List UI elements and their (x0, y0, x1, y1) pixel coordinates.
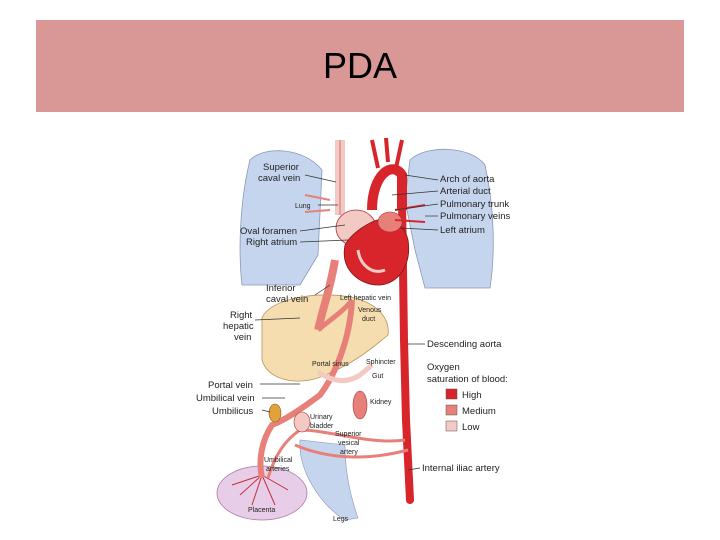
label-portal-sinus: Portal sinus (312, 361, 349, 368)
label-right-hepatic-vein-2: hepatic (223, 321, 254, 332)
label-gut: Gut (372, 373, 383, 380)
label-arterial-duct: Arterial duct (440, 186, 491, 197)
lower-body (299, 439, 359, 521)
label-right-hepatic-vein-3: vein (234, 332, 251, 343)
label-inferior-caval-vein-2: caval vein (266, 294, 308, 305)
heart (335, 209, 410, 286)
label-arch-of-aorta: Arch of aorta (440, 174, 495, 185)
aortic-arch (367, 164, 407, 211)
label-descending-aorta: Descending aorta (427, 339, 502, 350)
legend: Oxygen saturation of blood: High Medium … (427, 362, 508, 433)
arch-branches (370, 137, 404, 169)
legend-label-low: Low (462, 422, 480, 433)
label-oval-foramen: Oval foramen (240, 226, 297, 237)
legend-swatch-medium (445, 404, 458, 416)
legend-title-2: saturation of blood: (427, 374, 508, 385)
label-superior-vesical-artery-1: Superior (335, 431, 362, 438)
label-left-atrium: Left atrium (440, 225, 485, 236)
label-umbilical-arteries-1: Umbilical (264, 457, 293, 464)
label-superior-caval-vein-1: Superior (263, 162, 299, 173)
label-inferior-caval-vein-1: Inferior (266, 283, 296, 294)
leader-lines (254, 174, 439, 471)
label-kidney: Kidney (370, 399, 392, 406)
label-left-hepatic-vein: Left hepatic vein (340, 295, 391, 302)
umbilical-vein (257, 299, 355, 479)
left-lung (404, 148, 494, 289)
label-lung: Lung (295, 203, 311, 210)
label-legs: Legs (333, 516, 349, 523)
liver (261, 294, 389, 382)
title-bar: PDA (36, 20, 684, 112)
label-superior-vesical-artery-3: artery (340, 449, 358, 456)
label-superior-caval-vein-2: caval vein (258, 173, 300, 184)
kidney (352, 390, 368, 420)
inferior-caval-vein (314, 259, 339, 331)
slide-title: PDA (322, 45, 398, 86)
urinary-bladder (293, 411, 311, 433)
legend-label-medium: Medium (462, 406, 496, 417)
label-placenta: Placenta (248, 507, 275, 514)
label-internal-iliac-artery: Internal iliac artery (422, 463, 500, 474)
legend-swatch-high (445, 388, 458, 400)
pulmonary-arteries (304, 194, 331, 213)
label-umbilical-vein: Umbilical vein (196, 393, 255, 404)
label-venous-duct-2: duct (362, 316, 375, 323)
label-urinary-bladder-1: Urinary (310, 414, 333, 421)
placenta-vessels (231, 474, 289, 506)
label-portal-vein: Portal vein (208, 380, 253, 391)
portal-vein (316, 363, 374, 384)
label-urinary-bladder-2: bladder (310, 423, 334, 430)
label-right-hepatic-vein-1: Right (230, 310, 253, 321)
legend-label-high: High (462, 390, 482, 401)
legend-title-1: Oxygen (427, 362, 460, 373)
umbilicus (268, 403, 282, 423)
label-right-atrium: Right atrium (246, 237, 297, 248)
label-superior-vesical-artery-2: vesical (338, 440, 360, 447)
right-lung (239, 150, 323, 286)
label-pulmonary-veins: Pulmonary veins (440, 211, 510, 222)
label-umbilicus: Umbilicus (212, 406, 253, 417)
legend-swatch-low (445, 420, 458, 432)
label-umbilical-arteries-2: arteries (266, 466, 290, 473)
label-venous-duct-1: Venous (358, 307, 382, 314)
label-pulmonary-trunk: Pulmonary trunk (440, 199, 509, 210)
label-sphincter: Sphincter (366, 359, 396, 366)
